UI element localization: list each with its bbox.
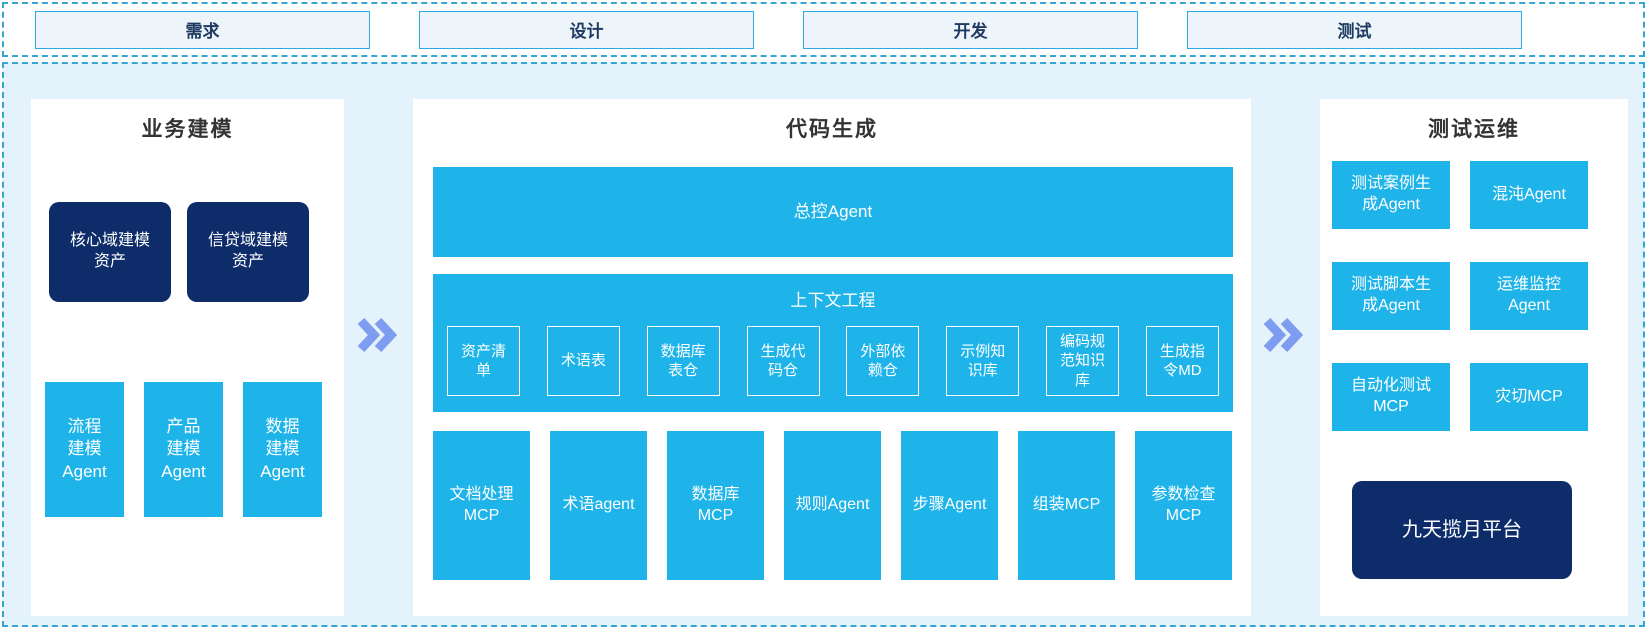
box-label: 测试脚本生 成Agent	[1350, 276, 1431, 314]
box-label: 资产清 单	[460, 342, 506, 380]
box-label: 信贷域建模 资产	[207, 232, 288, 270]
panel-business-modeling: 业务建模 核心域建模 资产 信贷域建模 资产 流程 建模 Agent 产品 建模…	[31, 99, 344, 616]
core-domain-asset-box: 核心域建模 资产	[49, 202, 171, 302]
coding-standard-kb-box: 编码规 范知识 库	[1046, 326, 1120, 396]
box-label: 灾切MCP	[1495, 387, 1563, 405]
process-modeling-agent-box: 流程 建模 Agent	[45, 382, 124, 517]
box-label: 术语agent	[562, 496, 635, 514]
glossary-box: 术语表	[546, 326, 620, 396]
box-label: 数据 建模 Agent	[260, 417, 305, 481]
phase-box-development: 开发	[803, 10, 1138, 49]
generation-instruction-md-box: 生成指 令MD	[1145, 326, 1219, 396]
box-label: 混沌Agent	[1492, 185, 1566, 203]
box-label: 数据库 表仓	[660, 342, 706, 380]
rule-agent-box: 规则Agent	[784, 431, 881, 580]
panel-test-ops: 测试运维 测试案例生 成Agent 混沌Agent 测试脚本生 成Agent 运…	[1320, 99, 1628, 616]
phase-box-design: 设计	[419, 10, 754, 49]
panel-title: 业务建模	[141, 118, 234, 141]
box-label: 运维监控 Agent	[1496, 276, 1561, 314]
box-label: 产品 建模 Agent	[161, 417, 206, 481]
context-item-row: 资产清 单 术语表 数据库 表仓 生成代 码仓 外部依 赖仓	[447, 326, 1219, 396]
box-label: 流程 建模 Agent	[62, 417, 107, 481]
data-modeling-agent-box: 数据 建模 Agent	[243, 382, 322, 517]
panel-code-generation: 代码生成 总控Agent 上下文工程 资产清 单 术语表 数据库 表仓	[413, 99, 1251, 616]
phase-label: 测试	[1337, 22, 1372, 41]
glossary-agent-box: 术语agent	[550, 431, 647, 580]
example-knowledge-base-box: 示例知 识库	[946, 326, 1020, 396]
chaos-agent-box: 混沌Agent	[1470, 161, 1588, 229]
param-check-mcp-box: 参数检查 MCP	[1135, 431, 1232, 580]
box-label: 生成代 码仓	[760, 342, 806, 380]
phase-label: 需求	[185, 22, 220, 41]
mcp-agent-row: 文档处理 MCP 术语agent 数据库 MCP 规则Agent 步骤Agent…	[433, 431, 1233, 580]
box-label: 九天揽月平台	[1402, 519, 1522, 541]
context-engineering-group: 上下文工程 资产清 单 术语表 数据库 表仓 生成代 码仓 外部	[433, 274, 1233, 412]
box-label: 生成指 令MD	[1159, 342, 1205, 380]
box-label: 术语表	[560, 352, 606, 370]
phase-box-requirements: 需求	[35, 10, 370, 49]
doc-processing-mcp-box: 文档处理 MCP	[433, 431, 530, 580]
external-deps-repo-box: 外部依 赖仓	[846, 326, 920, 396]
test-ops-grid: 测试案例生 成Agent 混沌Agent 测试脚本生 成Agent 运维监控 A…	[1332, 161, 1588, 431]
phase-label: 设计	[569, 22, 604, 41]
product-modeling-agent-box: 产品 建模 Agent	[144, 382, 223, 517]
box-label: 测试案例生 成Agent	[1350, 175, 1431, 213]
box-label: 组装MCP	[1032, 496, 1101, 514]
phase-bar: 需求 设计 开发 测试	[2, 2, 1645, 57]
box-label: 参数检查 MCP	[1151, 485, 1216, 524]
database-mcp-box: 数据库 MCP	[667, 431, 764, 580]
panel-title: 测试运维	[1428, 118, 1520, 141]
modeling-agent-row: 流程 建模 Agent 产品 建模 Agent 数据 建模 Agent	[45, 382, 322, 517]
box-label: 文档处理 MCP	[449, 485, 514, 524]
box-label: 规则Agent	[795, 496, 870, 514]
asset-list-box: 资产清 单	[447, 326, 520, 396]
asset-box-row: 核心域建模 资产 信贷域建模 资产	[49, 202, 309, 302]
db-table-repo-box: 数据库 表仓	[646, 326, 720, 396]
box-label: 数据库 MCP	[691, 485, 740, 524]
box-label: 外部依 赖仓	[860, 342, 906, 380]
credit-domain-asset-box: 信贷域建模 资产	[187, 202, 309, 302]
test-script-gen-agent-box: 测试脚本生 成Agent	[1332, 262, 1450, 330]
phase-label: 开发	[953, 22, 988, 41]
test-case-gen-agent-box: 测试案例生 成Agent	[1332, 161, 1450, 229]
panel-title: 代码生成	[786, 118, 878, 141]
master-agent-bar: 总控Agent	[433, 167, 1233, 257]
workflow-container: 业务建模 核心域建模 资产 信贷域建模 资产 流程 建模 Agent 产品 建模…	[2, 62, 1645, 627]
generated-code-repo-box: 生成代 码仓	[746, 326, 820, 396]
ops-monitor-agent-box: 运维监控 Agent	[1470, 262, 1588, 330]
assembly-mcp-box: 组装MCP	[1018, 431, 1115, 580]
box-label: 编码规 范知识 库	[1060, 332, 1106, 389]
box-label: 示例知 识库	[960, 342, 1006, 380]
phase-box-testing: 测试	[1187, 10, 1522, 49]
double-chevron-right-icon	[355, 316, 398, 354]
box-label: 步骤Agent	[912, 496, 987, 514]
step-agent-box: 步骤Agent	[901, 431, 998, 580]
box-label: 总控Agent	[793, 201, 873, 221]
context-engineering-title: 上下文工程	[790, 291, 876, 310]
double-chevron-right-icon	[1261, 316, 1304, 354]
auto-test-mcp-box: 自动化测试 MCP	[1332, 363, 1450, 431]
jiutian-platform-box: 九天揽月平台	[1352, 481, 1572, 579]
disaster-switch-mcp-box: 灾切MCP	[1470, 363, 1588, 431]
box-label: 核心域建模 资产	[69, 232, 150, 270]
box-label: 自动化测试 MCP	[1350, 377, 1431, 415]
